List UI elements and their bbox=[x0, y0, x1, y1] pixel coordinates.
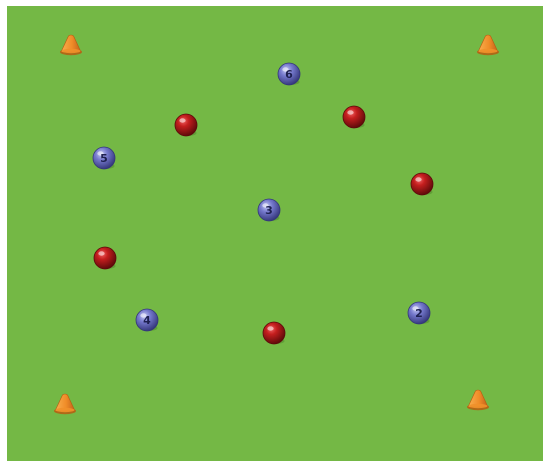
red-player-5 bbox=[263, 322, 285, 344]
player-number: 5 bbox=[100, 152, 108, 165]
red-player-3 bbox=[411, 173, 433, 195]
blue-player-6: 6 bbox=[278, 63, 300, 85]
player-number: 2 bbox=[415, 307, 423, 320]
blue-player-2: 2 bbox=[408, 302, 430, 324]
player-number: 4 bbox=[143, 314, 151, 327]
player-number: 3 bbox=[265, 204, 273, 217]
blue-player-3: 3 bbox=[258, 199, 280, 221]
player-number: 6 bbox=[285, 68, 293, 81]
pitch-grass bbox=[7, 6, 543, 461]
red-player-2 bbox=[343, 106, 365, 128]
blue-player-4: 4 bbox=[136, 309, 158, 331]
blue-player-5: 5 bbox=[93, 147, 115, 169]
red-player-1 bbox=[175, 114, 197, 136]
pitch-field: 6 5 3 4 2 bbox=[7, 6, 543, 461]
red-player-4 bbox=[94, 247, 116, 269]
